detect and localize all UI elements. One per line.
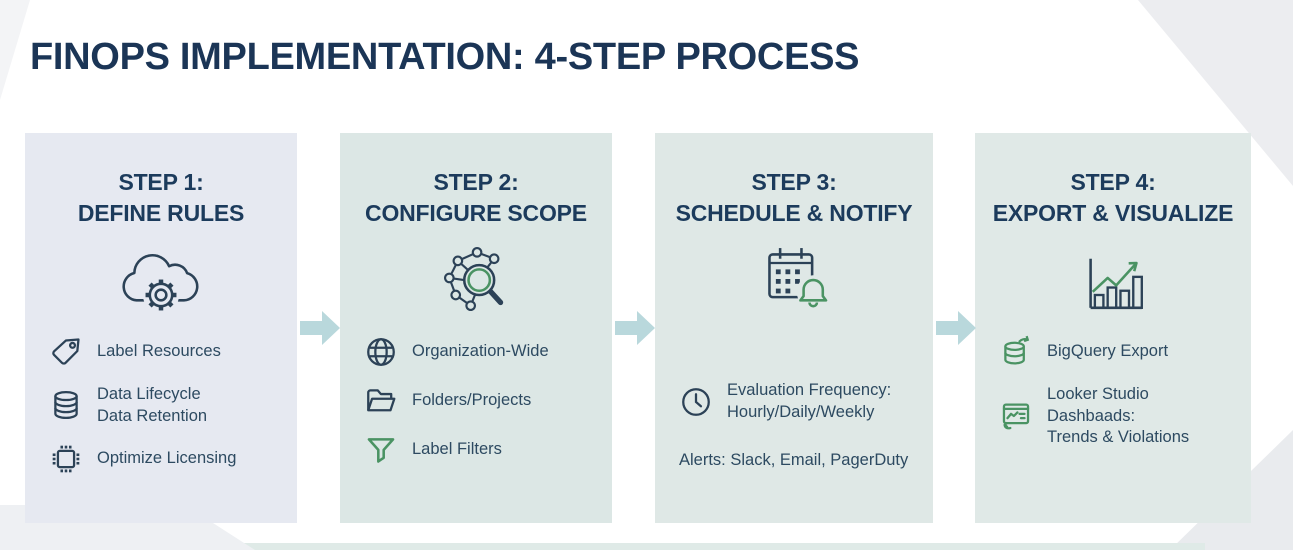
folder-icon bbox=[364, 384, 398, 418]
item-label: Organization-Wide bbox=[412, 342, 549, 361]
list-item: Data Lifecycle Data Retention bbox=[49, 384, 287, 427]
step-1-heading: STEP 1: DEFINE RULES bbox=[25, 167, 297, 229]
step-3-heading-line1: STEP 3: bbox=[751, 169, 837, 195]
step-3-heading: STEP 3: SCHEDULE & NOTIFY bbox=[655, 167, 933, 229]
network-magnifier-icon bbox=[340, 233, 612, 325]
item-label: Label Resources bbox=[97, 342, 221, 361]
chart-growth-icon bbox=[975, 233, 1251, 325]
item-label: Label Filters bbox=[412, 440, 502, 459]
item-label: Evaluation Frequency: Hourly/Daily/Weekl… bbox=[727, 381, 892, 421]
calendar-bell-icon bbox=[655, 233, 933, 325]
dashboard-icon bbox=[999, 399, 1033, 433]
item-label: BigQuery Export bbox=[1047, 342, 1169, 361]
item-label: Folders/Projects bbox=[412, 391, 532, 410]
list-item: Label Resources bbox=[49, 335, 287, 369]
flow-arrow-icon bbox=[936, 309, 976, 347]
flow-arrow-icon bbox=[615, 309, 655, 347]
clock-icon bbox=[679, 385, 713, 419]
step-1-heading-line2: DEFINE RULES bbox=[77, 200, 245, 227]
step-2-items: Organization-Wide Folders/Projects Labe bbox=[340, 335, 612, 467]
step-2-heading: STEP 2: CONFIGURE SCOPE bbox=[340, 167, 612, 229]
list-item: BigQuery Export bbox=[999, 335, 1241, 369]
step-4-heading: STEP 4: EXPORT & VISUALIZE bbox=[975, 167, 1251, 229]
filter-icon bbox=[364, 433, 398, 467]
step-4-items: BigQuery Export Looker Studio Dashbaads:… bbox=[975, 335, 1251, 448]
list-item: Folders/Projects bbox=[364, 384, 602, 418]
step-3-items: Evaluation Frequency: Hourly/Daily/Weekl… bbox=[655, 380, 933, 423]
step-2-card: STEP 2: CONFIGURE SCOPE bbox=[340, 133, 612, 523]
step-2-heading-line1: STEP 2: bbox=[433, 169, 519, 195]
step-1-heading-line1: STEP 1: bbox=[118, 169, 204, 195]
step-4-heading-line1: STEP 4: bbox=[1070, 169, 1156, 195]
step-4-card: STEP 4: EXPORT & VISUALIZE bbox=[975, 133, 1251, 523]
step-3-heading-line2: SCHEDULE & NOTIFY bbox=[675, 200, 913, 227]
tag-icon bbox=[49, 335, 83, 369]
item-label: Looker Studio Dashbaads: Trends & Violat… bbox=[1047, 385, 1190, 446]
step-4-heading-line2: EXPORT & VISUALIZE bbox=[992, 200, 1234, 227]
item-label: Data Lifecycle Data Retention bbox=[97, 385, 208, 425]
chip-icon bbox=[49, 442, 83, 476]
list-item: Evaluation Frequency: Hourly/Daily/Weekl… bbox=[679, 380, 923, 423]
flow-arrow-icon bbox=[300, 309, 340, 347]
alerts-text: Alerts: Slack, Email, PagerDuty bbox=[679, 450, 909, 469]
page-title: FINOPS IMPLEMENTATION: 4-STEP PROCESS bbox=[30, 36, 860, 78]
cloud-gear-icon bbox=[25, 233, 297, 325]
item-label: Optimize Licensing bbox=[97, 449, 237, 468]
globe-icon bbox=[364, 335, 398, 369]
step-1-items: Label Resources Data Lifecycle Data Rete… bbox=[25, 335, 297, 476]
database-icon bbox=[49, 389, 83, 423]
bigquery-database-icon bbox=[999, 335, 1033, 369]
list-item: Organization-Wide bbox=[364, 335, 602, 369]
step-2-heading-line2: CONFIGURE SCOPE bbox=[365, 200, 587, 227]
step-1-card: STEP 1: DEFINE RULES bbox=[25, 133, 297, 523]
list-item: Label Filters bbox=[364, 433, 602, 467]
list-item: Optimize Licensing bbox=[49, 442, 287, 476]
list-item: Looker Studio Dashbaads: Trends & Violat… bbox=[999, 384, 1241, 448]
step-3-card: STEP 3: SCHEDULE & NOTIFY bbox=[655, 133, 933, 523]
